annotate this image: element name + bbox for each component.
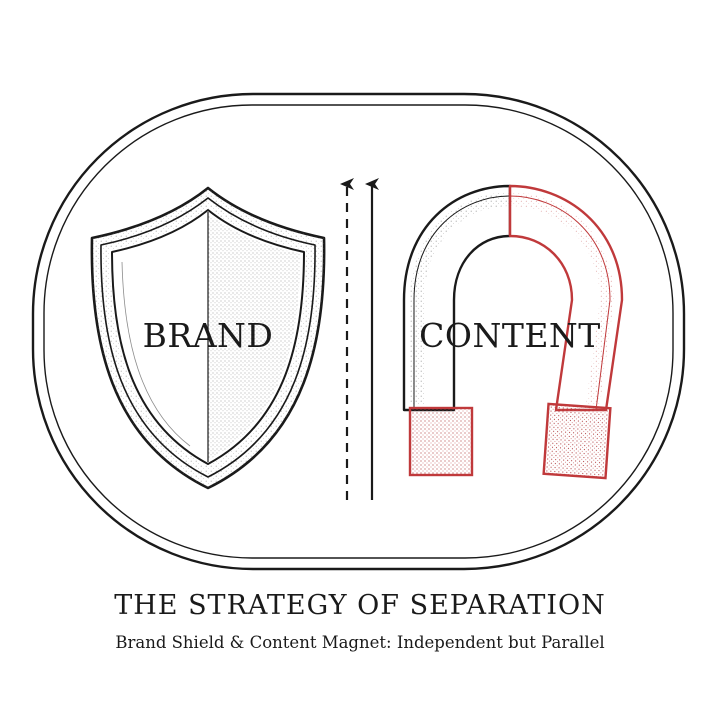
magnet-label: CONTENT	[419, 316, 601, 355]
page-title: THE STRATEGY OF SEPARATION	[114, 590, 606, 621]
up-arrow-icon	[340, 178, 379, 500]
shield-label: BRAND	[143, 316, 274, 355]
magnet-icon	[402, 184, 624, 480]
outer-frame	[31, 92, 686, 571]
page-subtitle: Brand Shield & Content Magnet: Independe…	[115, 633, 605, 652]
shield-icon	[90, 186, 326, 490]
